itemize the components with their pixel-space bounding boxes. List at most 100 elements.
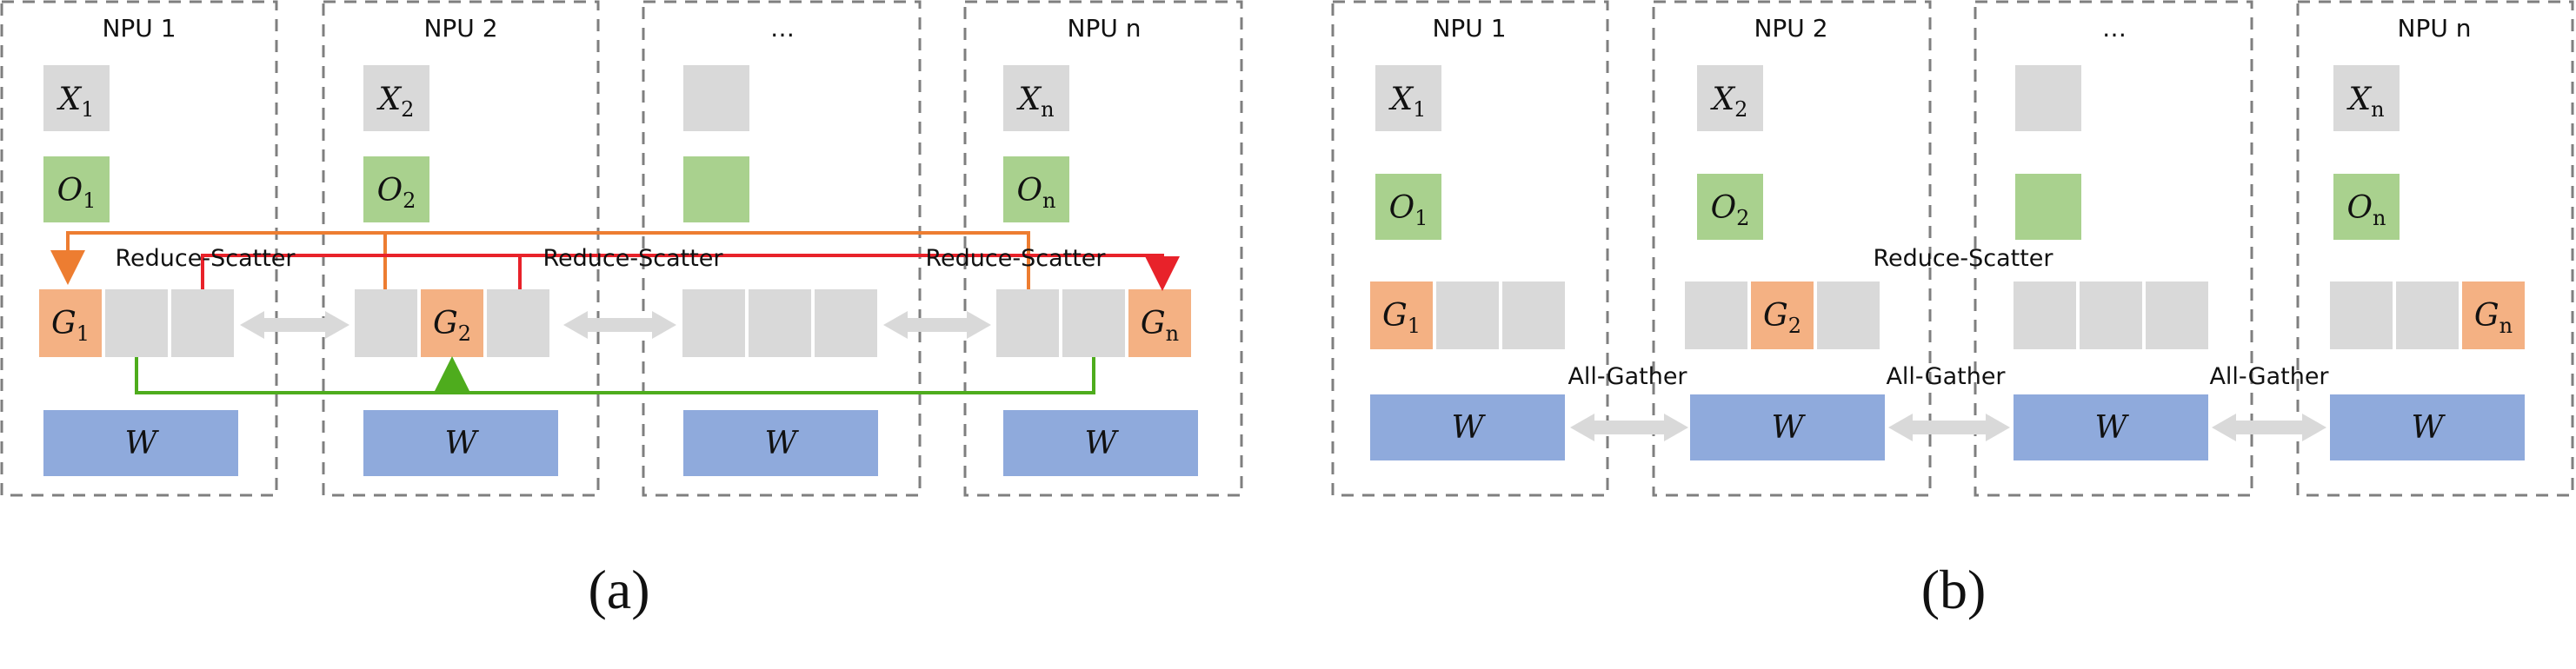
reduce-scatter-label-a-2: Reduce-Scatter	[542, 245, 723, 272]
gradient-block-a-4-2	[1062, 289, 1125, 357]
input-block-b-1	[1375, 65, 1441, 131]
output-block-b-2	[1697, 174, 1763, 240]
weight-block-b-3	[2014, 394, 2208, 460]
npu-box-b-1	[1331, 0, 1609, 497]
npu-title-b-4: NPU n	[2398, 14, 2472, 43]
input-block-a-1	[43, 65, 110, 131]
weight-block-b-1	[1370, 394, 1565, 460]
weight-block-b-4	[2330, 394, 2525, 460]
gradient-block-a-4-3	[1128, 289, 1191, 357]
green-arrow-a	[135, 357, 1095, 394]
all-gather-label-b-2: All-Gather	[1886, 363, 2006, 390]
double-arrow-icon-b-2	[1888, 414, 2010, 441]
weight-label-a-4: W	[1084, 426, 1119, 461]
panel-a: NPU 1 NPU 2 … NPU n X1 X2 Xn O1 O2 On G1…	[0, 0, 1243, 620]
npu-title-a-3: …	[770, 14, 795, 43]
npu-title-b-3: …	[2102, 14, 2127, 43]
output-label-a-4: On	[1017, 173, 1056, 213]
input-label-b-2: X2	[1710, 82, 1748, 122]
double-arrow-icon-b-3	[2212, 414, 2326, 441]
input-block-a-3	[683, 65, 749, 131]
output-block-b-3	[2015, 174, 2081, 240]
gradient-block-b-3-1	[2014, 282, 2076, 349]
gradient-block-b-4-1	[2330, 282, 2393, 349]
weight-label-a-2: W	[444, 426, 479, 461]
gradient-block-a-2-3	[487, 289, 549, 357]
gradient-block-b-4-2	[2396, 282, 2459, 349]
all-gather-label-b-1: All-Gather	[1568, 363, 1687, 390]
input-block-a-2	[363, 65, 429, 131]
weight-label-a-1: W	[124, 426, 159, 461]
gradient-block-b-2-3	[1817, 282, 1880, 349]
gradient-block-a-3-1	[682, 289, 745, 357]
gradient-block-b-2-2	[1751, 282, 1814, 349]
gradient-block-a-1-2	[105, 289, 168, 357]
npu-title-a-4: NPU n	[1068, 14, 1142, 43]
panel-label-b: (b)	[1921, 559, 1987, 620]
weight-label-a-3: W	[764, 426, 799, 461]
output-label-b-4: On	[2347, 190, 2386, 230]
npu-box-a-1	[0, 0, 278, 497]
reduce-scatter-label-b: Reduce-Scatter	[1873, 245, 2053, 272]
weight-block-a-4	[1003, 410, 1198, 476]
input-label-a-2: X2	[376, 82, 415, 122]
gradient-block-a-3-3	[815, 289, 877, 357]
gradient-block-a-3-2	[749, 289, 811, 357]
gradient-block-b-3-3	[2146, 282, 2208, 349]
red-arrow-a	[201, 254, 522, 289]
weight-block-a-2	[363, 410, 558, 476]
orange-arrow-head-a	[50, 231, 385, 285]
output-label-a-1: O1	[57, 173, 97, 213]
npu-box-b-4	[2296, 0, 2574, 497]
npu-box-b-3	[1974, 0, 2253, 497]
reduce-scatter-label-a-1: Reduce-Scatter	[115, 245, 296, 272]
output-label-a-2: O2	[377, 173, 416, 213]
weight-label-b-3: W	[2094, 410, 2129, 446]
npu-title-a-1: NPU 1	[102, 14, 176, 43]
input-block-b-3	[2015, 65, 2081, 131]
gradient-block-b-3-2	[2080, 282, 2142, 349]
orange-arrow-a	[383, 231, 1030, 289]
npu-box-a-4	[963, 0, 1243, 497]
gradient-block-a-2-1	[355, 289, 417, 357]
weight-label-b-4: W	[2411, 410, 2446, 446]
weight-block-a-1	[43, 410, 238, 476]
all-gather-label-b-3: All-Gather	[2209, 363, 2329, 390]
npu-title-b-1: NPU 1	[1432, 14, 1506, 43]
npu-title-b-2: NPU 2	[1754, 14, 1827, 43]
output-block-a-2	[363, 156, 429, 222]
output-block-a-1	[43, 156, 110, 222]
gradient-block-a-2-2	[421, 289, 483, 357]
double-arrow-icon-a-3	[883, 311, 991, 339]
gradient-label-a-1: G1	[51, 306, 90, 346]
npu-box-a-2	[322, 0, 600, 497]
gradient-label-b-4: Gn	[2474, 298, 2513, 338]
weight-label-b-1: W	[1451, 410, 1486, 446]
npu-box-a-3	[642, 0, 922, 497]
gradient-block-b-1-1	[1370, 282, 1433, 349]
gradient-block-b-1-2	[1436, 282, 1499, 349]
double-arrow-icon-a-1	[240, 311, 349, 339]
npu-box-b-2	[1652, 0, 1932, 497]
output-label-b-2: O2	[1711, 190, 1750, 230]
panel-label-a: (a)	[588, 559, 649, 620]
gradient-label-b-1: G1	[1382, 298, 1421, 338]
output-block-a-3	[683, 156, 749, 222]
npu-title-a-2: NPU 2	[423, 14, 497, 43]
gradient-label-b-2: G2	[1763, 298, 1801, 338]
panel-b: NPU 1 NPU 2 … NPU n X1 X2 Xn O1 O2 On Re…	[1331, 0, 2574, 620]
weight-label-b-2: W	[1771, 410, 1806, 446]
gradient-block-b-1-3	[1502, 282, 1565, 349]
input-block-a-4	[1003, 65, 1069, 131]
gradient-label-a-2: G2	[433, 306, 471, 346]
input-label-b-4: Xn	[2346, 82, 2384, 122]
gradient-label-a-4: Gn	[1141, 306, 1179, 346]
input-label-b-1: X1	[1388, 82, 1427, 122]
gradient-block-a-1-3	[171, 289, 234, 357]
output-block-b-1	[1375, 174, 1441, 240]
input-label-a-4: Xn	[1015, 82, 1054, 122]
gradient-block-b-4-3	[2462, 282, 2525, 349]
output-label-b-1: O1	[1389, 190, 1428, 230]
weight-block-b-2	[1690, 394, 1885, 460]
